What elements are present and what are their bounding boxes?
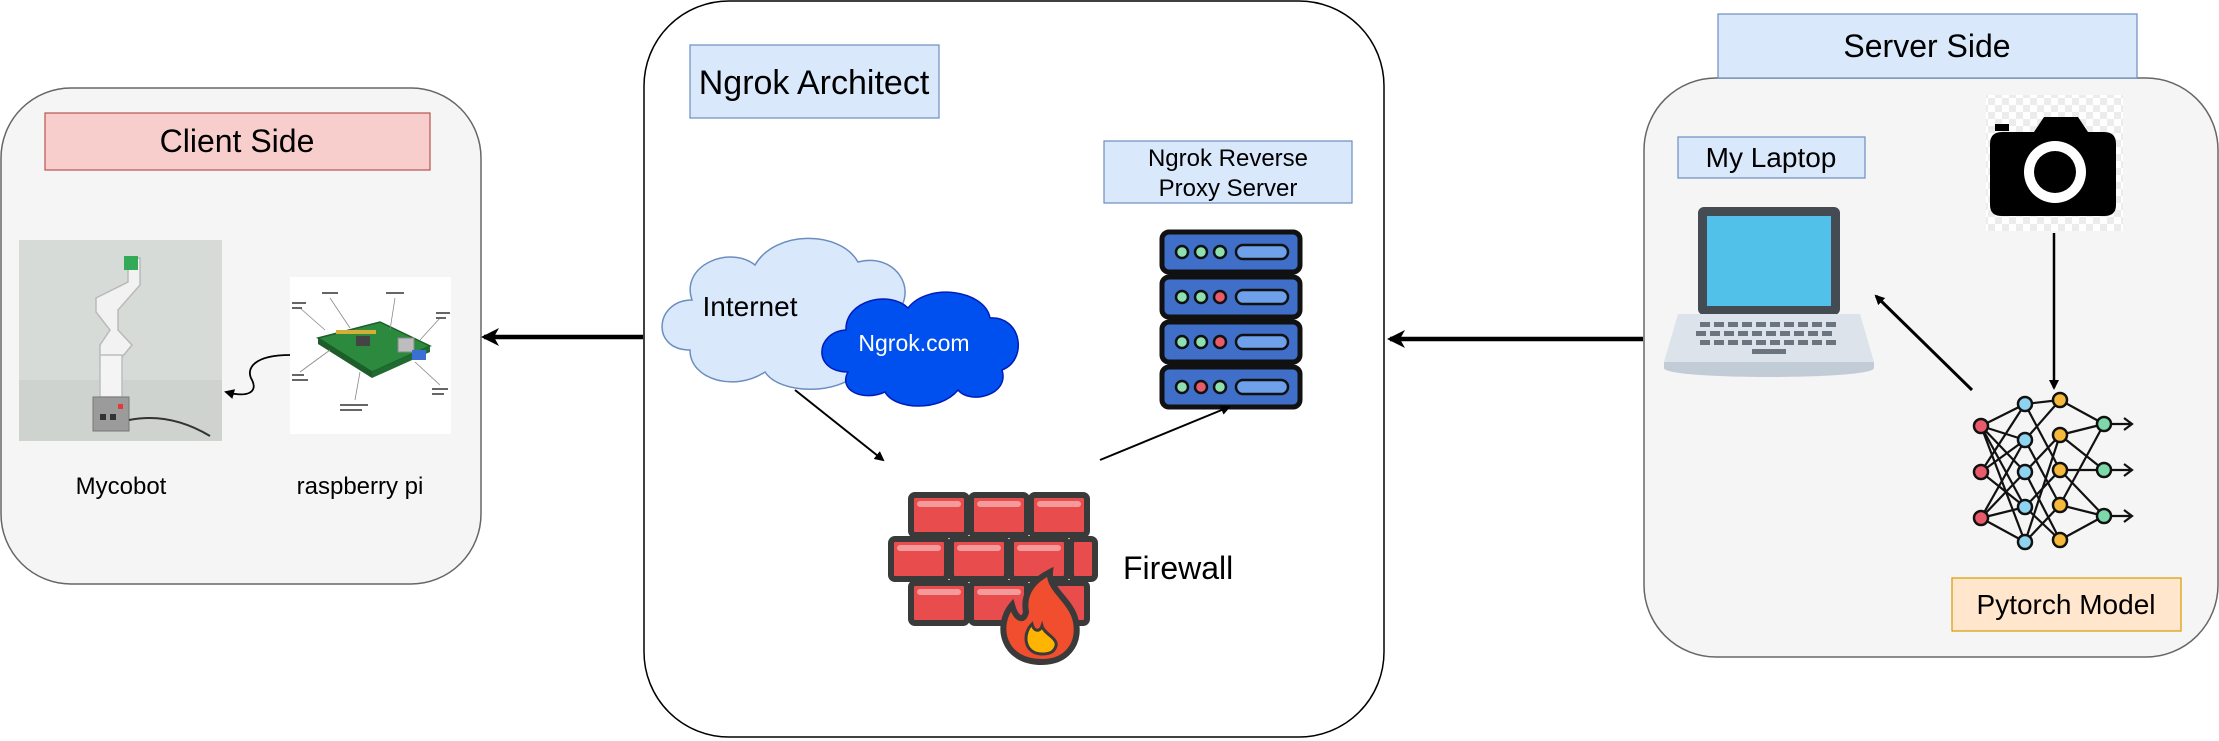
firewall-icon: [888, 492, 1098, 666]
mycobot-image: [19, 240, 222, 441]
firewall-label: Firewall: [1123, 550, 1233, 586]
proxy-server-label-box: Ngrok Reverse Proxy Server: [1103, 140, 1353, 204]
pytorch-model-label: Pytorch Model: [1977, 589, 2156, 620]
ngrok-title-box: Ngrok Architect: [689, 44, 940, 119]
camera-icon: [1986, 95, 2123, 231]
server-side-panel: Server Side My Laptop: [1643, 13, 2219, 658]
ngrok-com-cloud: Ngrok.com: [821, 291, 1019, 407]
server-side-title-box: Server Side: [1717, 13, 2138, 79]
my-laptop-label: My Laptop: [1706, 142, 1837, 173]
server-side-title: Server Side: [1843, 28, 2010, 64]
pytorch-model-label-box: Pytorch Model: [1951, 577, 2182, 632]
raspberry-pi-label: raspberry pi: [297, 473, 424, 500]
client-side-panel: Client Side: [0, 87, 482, 585]
mycobot-label: Mycobot: [76, 473, 167, 500]
my-laptop-label-box: My Laptop: [1677, 136, 1866, 179]
client-side-title-box: Client Side: [44, 112, 431, 171]
internet-label: Internet: [703, 291, 798, 322]
proxy-server-label-line2: Proxy Server: [1159, 175, 1298, 202]
ngrok-architect-panel: Ngrok Architect Ngrok Reverse Proxy Serv…: [643, 0, 1385, 738]
reverse-proxy-server-icon: [1159, 229, 1303, 410]
neural-network-icon: [1972, 391, 2134, 551]
raspberry-to-mycobot-arrow: [224, 354, 291, 399]
firewall-to-proxy-arrow: [1099, 405, 1231, 461]
raspberry-pi-image: [290, 277, 451, 434]
laptop-icon: [1664, 207, 1874, 377]
internet-to-firewall-arrow: [794, 389, 885, 462]
client-side-title: Client Side: [160, 123, 315, 159]
proxy-server-label-line1: Ngrok Reverse: [1148, 145, 1308, 172]
ngrok-com-label: Ngrok.com: [858, 330, 969, 356]
model-to-laptop-arrow: [1874, 294, 1974, 392]
ngrok-architect-title: Ngrok Architect: [699, 64, 930, 102]
